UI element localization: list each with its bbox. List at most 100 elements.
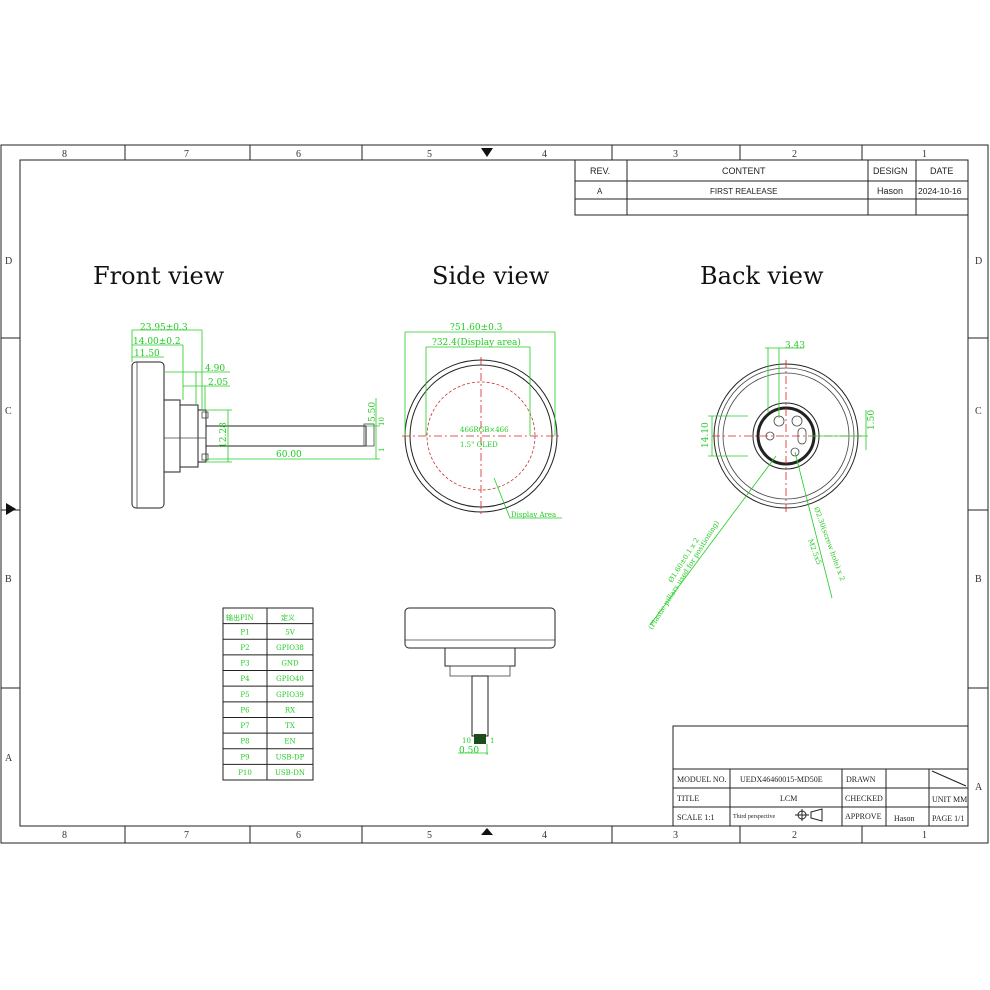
svg-text:4: 4 xyxy=(542,149,547,160)
inner-border xyxy=(19,159,969,827)
svg-text:14.00±0.2: 14.00±0.2 xyxy=(133,337,181,347)
pin-number: P4 xyxy=(240,675,250,683)
pin-definition: 5V xyxy=(285,628,295,636)
svg-text:SCALE 1:1: SCALE 1:1 xyxy=(677,813,715,822)
svg-text:1: 1 xyxy=(490,737,494,745)
outer-border xyxy=(0,144,989,844)
svg-text:MODUEL NO.: MODUEL NO. xyxy=(677,775,726,784)
svg-text:定义: 定义 xyxy=(281,613,295,622)
front-view-drawing xyxy=(131,361,375,509)
svg-text:2: 2 xyxy=(792,830,797,841)
pin-number: P7 xyxy=(240,722,249,730)
pin-number: P1 xyxy=(240,628,249,636)
front-view-title: Front view xyxy=(93,262,225,290)
svg-text:1.50: 1.50 xyxy=(867,410,877,430)
svg-text:4: 4 xyxy=(542,830,547,841)
title-block: MODUEL NO. UEDX46460015-MD50E TITLE LCM … xyxy=(672,725,969,827)
svg-text:466RGB×466: 466RGB×466 xyxy=(460,426,509,434)
side-view-title: Side view xyxy=(432,262,550,290)
svg-text:PAGE 1/1: PAGE 1/1 xyxy=(932,814,964,823)
svg-text:输出PIN: 输出PIN xyxy=(226,613,254,622)
svg-text:0.50: 0.50 xyxy=(459,746,479,756)
svg-text:Ø2.30(screw hole) x 2: Ø2.30(screw hole) x 2 xyxy=(812,506,846,582)
svg-text:11.50: 11.50 xyxy=(134,349,160,359)
center-mark-top xyxy=(481,148,493,157)
pin-definition: GND xyxy=(281,660,299,668)
svg-text:1: 1 xyxy=(922,830,927,841)
svg-text:4.90: 4.90 xyxy=(205,364,225,374)
svg-text:CHECKED: CHECKED xyxy=(845,794,883,803)
svg-text:DRAWN: DRAWN xyxy=(846,775,876,784)
back-view-dimensions: 3.43 14.10 1.50 Ø1.60±0.1 x 2 (Plastic p… xyxy=(647,341,877,631)
pin-definition: USB-DN xyxy=(275,769,305,777)
svg-text:UNIT MM: UNIT MM xyxy=(932,795,967,804)
pin-definition: USB-DP xyxy=(276,753,305,761)
svg-text:8: 8 xyxy=(62,149,67,160)
svg-text:CONTENT: CONTENT xyxy=(722,166,766,176)
svg-text:7: 7 xyxy=(184,830,189,841)
svg-text:7: 7 xyxy=(184,149,189,160)
svg-text:8: 8 xyxy=(62,830,67,841)
side-profile-drawing xyxy=(404,607,556,744)
side-profile-dimensions: 10 1 0.50 xyxy=(458,737,494,756)
svg-text:10: 10 xyxy=(378,417,386,426)
front-view-dimensions: 23.95±0.3 14.00±0.2 11.50 4.90 2.05 12.2… xyxy=(131,323,386,463)
svg-text:3: 3 xyxy=(673,149,678,160)
pin-number: P9 xyxy=(240,753,249,761)
third-angle-projection-icon xyxy=(795,808,823,822)
svg-text:FIRST REALEASE: FIRST REALEASE xyxy=(710,187,777,196)
svg-text:5.50: 5.50 xyxy=(368,402,378,422)
side-view-drawing xyxy=(402,357,560,515)
svg-text:Hason: Hason xyxy=(894,814,914,823)
pin-definition: GPIO39 xyxy=(276,691,304,699)
svg-text:?32.4(Display area): ?32.4(Display area) xyxy=(432,337,521,348)
pin-definition: EN xyxy=(284,738,295,746)
svg-text:D: D xyxy=(5,256,12,267)
pin-number: P5 xyxy=(240,691,249,699)
svg-text:1: 1 xyxy=(922,149,927,160)
pin-number: P8 xyxy=(240,738,249,746)
svg-text:Third perspective: Third perspective xyxy=(733,814,775,820)
svg-text:Hason: Hason xyxy=(877,186,903,196)
pin-number: P2 xyxy=(240,644,249,652)
svg-text:C: C xyxy=(5,406,12,417)
svg-text:(Plastic pillars used for posi: (Plastic pillars used for positioning) xyxy=(647,519,721,631)
pin-definition: RX xyxy=(285,706,295,714)
svg-text:6: 6 xyxy=(296,830,301,841)
pin-definition: GPIO38 xyxy=(276,644,304,652)
svg-text:5: 5 xyxy=(427,149,432,160)
svg-text:1.5" OLED: 1.5" OLED xyxy=(460,441,498,449)
svg-text:2024-10-16: 2024-10-16 xyxy=(918,186,962,196)
svg-text:A: A xyxy=(597,187,603,196)
svg-text:2.05: 2.05 xyxy=(208,378,228,388)
svg-text:LCM: LCM xyxy=(780,794,797,803)
svg-text:D: D xyxy=(975,256,982,267)
svg-text:23.95±0.3: 23.95±0.3 xyxy=(140,323,188,333)
svg-text:10: 10 xyxy=(462,737,471,745)
side-view-dimensions: ?51.60±0.3 ?32.4(Display area) 466RGB×46… xyxy=(404,323,562,519)
svg-text:6: 6 xyxy=(296,149,301,160)
pin-definition: GPIO40 xyxy=(276,675,304,683)
back-view-title: Back view xyxy=(700,262,824,290)
svg-text:REV.: REV. xyxy=(590,166,610,176)
svg-text:B: B xyxy=(5,574,12,585)
svg-text:DATE: DATE xyxy=(930,166,953,176)
svg-text:UEDX46460015-MD50E: UEDX46460015-MD50E xyxy=(740,775,823,784)
pin-definition: TX xyxy=(285,722,295,730)
center-mark-left xyxy=(6,503,16,515)
svg-text:14.10: 14.10 xyxy=(701,422,711,448)
row-labels: DC BA DC BA xyxy=(5,256,983,793)
svg-text:3: 3 xyxy=(673,830,678,841)
svg-text:APPROVE: APPROVE xyxy=(845,812,882,821)
zone-dividers xyxy=(1,145,988,843)
svg-text:?51.60±0.3: ?51.60±0.3 xyxy=(450,323,503,333)
svg-text:Display Area: Display Area xyxy=(511,511,556,519)
center-mark-bottom xyxy=(481,828,493,835)
svg-text:A: A xyxy=(975,782,983,793)
svg-text:C: C xyxy=(975,406,982,417)
svg-text:B: B xyxy=(975,574,982,585)
